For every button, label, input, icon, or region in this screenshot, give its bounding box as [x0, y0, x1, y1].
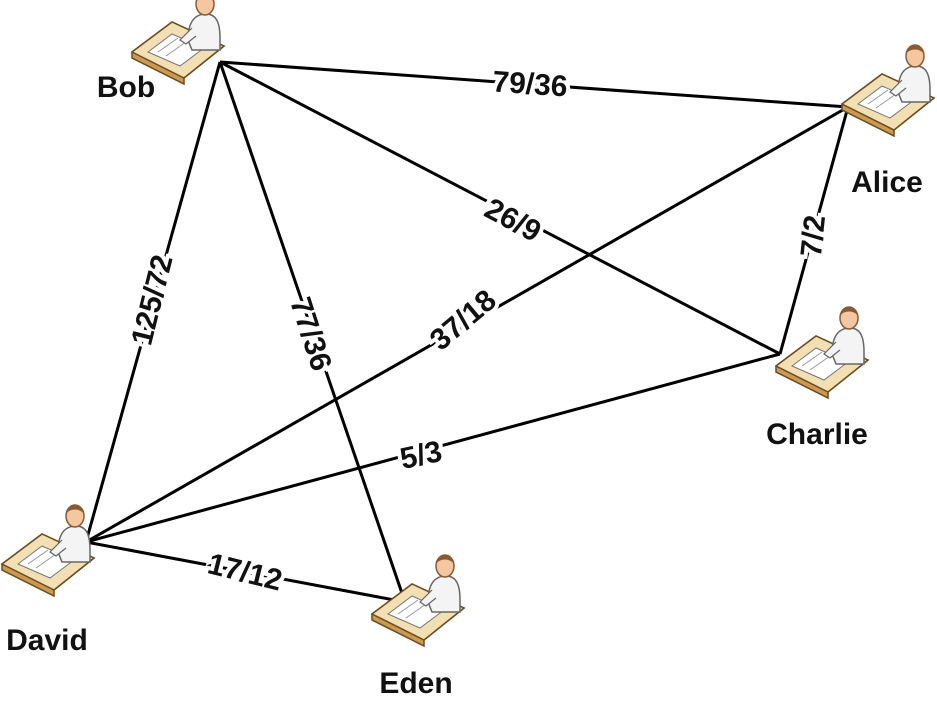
- edge-label-text: 79/36: [491, 65, 568, 103]
- node-alice[interactable]: Alice: [840, 44, 936, 199]
- workstation-icon: [370, 554, 466, 648]
- edge-label-bob-eden: 77/36: [279, 289, 342, 379]
- edge-bob-eden: [218, 61, 407, 603]
- edge-label-text: 125/72: [125, 252, 179, 349]
- node-label-alice: Alice: [851, 166, 923, 199]
- edge-alice-david: [85, 105, 849, 544]
- node-david[interactable]: David: [0, 504, 96, 657]
- edge-label-bob-david: 125/72: [121, 248, 183, 353]
- edge-label-text: 26/9: [479, 192, 546, 249]
- workstation-icon: [774, 306, 870, 400]
- edge-label-text: 37/18: [424, 284, 503, 358]
- edge-bob-david: [84, 61, 222, 543]
- workstation-icon: [130, 0, 226, 86]
- edge-alice-charlie: [778, 106, 850, 355]
- edge-david-eden: [85, 540, 406, 604]
- edge-label-bob-charlie: 26/9: [475, 188, 550, 253]
- edge-label-alice-david: 37/18: [420, 280, 507, 362]
- node-label-david: David: [6, 624, 88, 657]
- edge-label-bob-alice: 79/36: [487, 61, 572, 107]
- edge-label-text: 17/12: [204, 547, 285, 597]
- edge-label-david-eden: 17/12: [200, 543, 289, 601]
- node-eden[interactable]: Eden: [370, 554, 466, 700]
- edge-label-text: 77/36: [283, 293, 338, 375]
- edge-label-text: 5/3: [397, 435, 445, 476]
- edge-label-charlie-david: 5/3: [393, 431, 449, 480]
- edge-label-text: 7/2: [795, 214, 832, 259]
- edge-bob-charlie: [219, 60, 781, 356]
- node-charlie[interactable]: Charlie: [766, 306, 870, 451]
- edge-charlie-david: [85, 352, 781, 544]
- workstation-icon: [0, 504, 96, 598]
- edge-labels-layer: 79/36 26/9 125/72 77/36 7/2 37/18 5/3 17/12: [121, 61, 836, 601]
- node-label-bob: Bob: [97, 71, 155, 104]
- node-label-eden: Eden: [379, 667, 452, 700]
- edges-layer: [84, 60, 850, 604]
- node-label-charlie: Charlie: [766, 418, 868, 451]
- edge-bob-alice: [219, 60, 849, 109]
- node-bob[interactable]: Bob: [97, 0, 226, 104]
- edge-label-alice-charlie: 7/2: [791, 210, 836, 263]
- workstation-icon: [840, 44, 936, 138]
